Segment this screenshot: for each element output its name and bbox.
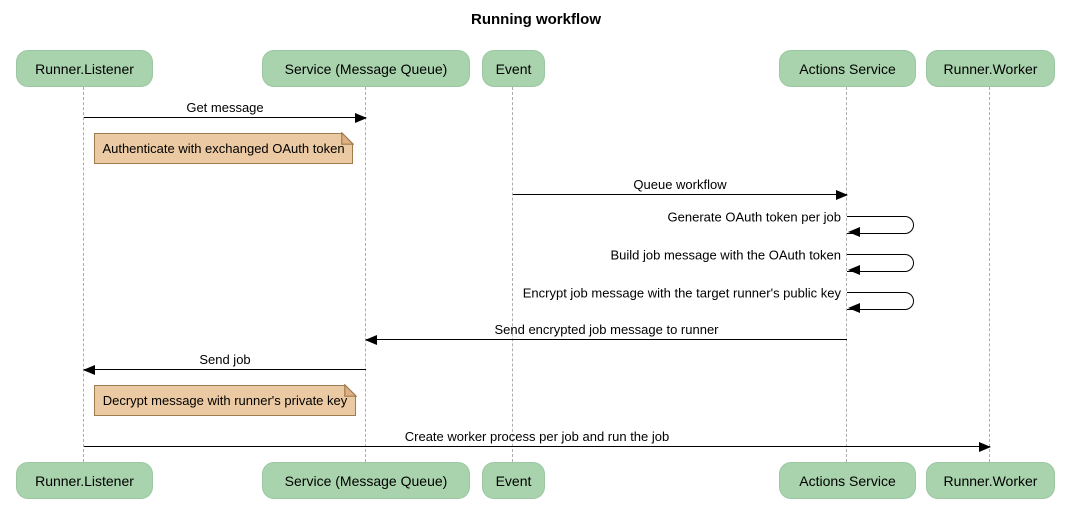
participant-top-service-message-queue: Service (Message Queue) — [262, 50, 470, 87]
message-label: Encrypt job message with the target runn… — [522, 285, 841, 301]
self-loop-line — [847, 254, 914, 272]
message-line — [366, 339, 847, 340]
diagram-title: Running workflow — [471, 11, 601, 28]
note-authenticate: Authenticate with exchanged OAuth token — [94, 132, 354, 164]
message-label: Create worker process per job and run th… — [404, 429, 670, 444]
message-line — [84, 117, 366, 118]
self-loop-line — [847, 292, 914, 310]
message-label: Send job — [199, 352, 251, 367]
participant-top-runner-listener: Runner.Listener — [16, 50, 153, 87]
participant-top-runner-worker: Runner.Worker — [926, 50, 1055, 87]
note-fold-icon — [343, 384, 357, 398]
message-label: Get message — [186, 100, 264, 115]
note-text: Decrypt message with runner's private ke… — [102, 393, 348, 408]
lifeline-service-message-queue — [365, 87, 366, 462]
note-text: Authenticate with exchanged OAuth token — [102, 141, 345, 156]
participant-top-actions-service: Actions Service — [779, 50, 916, 87]
message-line — [513, 194, 847, 195]
arrowhead-left-icon — [848, 265, 860, 275]
arrowhead-right-icon — [836, 190, 848, 200]
arrowhead-left-icon — [365, 335, 377, 345]
arrowhead-right-icon — [355, 113, 367, 123]
message-label: Send encrypted job message to runner — [494, 322, 719, 337]
lifeline-actions-service — [846, 87, 847, 462]
message-label: Build job message with the OAuth token — [610, 247, 841, 263]
lifeline-runner-worker — [989, 87, 990, 462]
participant-bottom-runner-listener: Runner.Listener — [16, 462, 153, 499]
note-decrypt: Decrypt message with runner's private ke… — [94, 384, 357, 416]
participant-bottom-service-message-queue: Service (Message Queue) — [262, 462, 470, 499]
arrowhead-left-icon — [848, 303, 860, 313]
lifeline-event — [512, 87, 513, 462]
participant-bottom-runner-worker: Runner.Worker — [926, 462, 1055, 499]
participant-bottom-event: Event — [482, 462, 545, 499]
arrowhead-left-icon — [83, 365, 95, 375]
self-loop-line — [847, 216, 914, 234]
lifeline-runner-listener — [83, 87, 84, 462]
participant-bottom-actions-service: Actions Service — [779, 462, 916, 499]
message-line — [84, 369, 366, 370]
arrowhead-right-icon — [979, 442, 991, 452]
message-line — [84, 446, 990, 447]
note-fold-icon — [340, 132, 354, 146]
participant-top-event: Event — [482, 50, 545, 87]
message-label: Generate OAuth token per job — [667, 209, 841, 225]
arrowhead-left-icon — [848, 227, 860, 237]
message-label: Queue workflow — [633, 177, 727, 192]
